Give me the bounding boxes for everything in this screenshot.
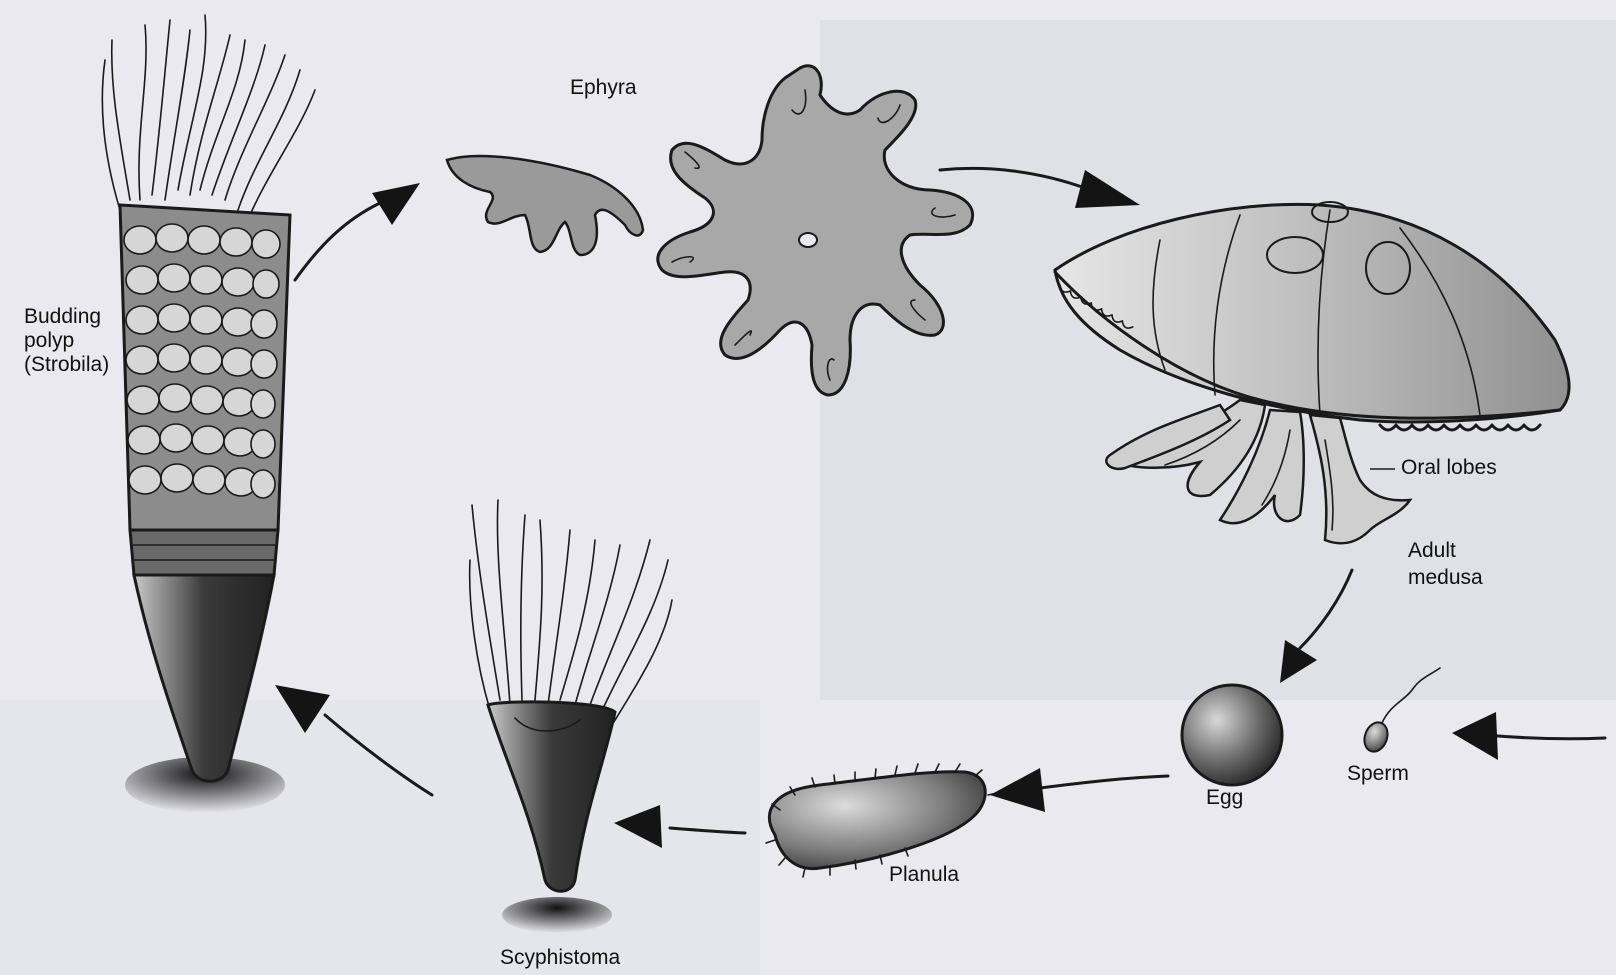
scyphistoma-label: Scyphistoma (500, 946, 620, 970)
adult-medusa-label-line1: Adult (1408, 537, 1483, 564)
adult-medusa-label: Adult medusa (1408, 537, 1483, 591)
strobila-label-line2: polyp (24, 329, 109, 353)
strobila-label-line3: (Strobila) (24, 353, 109, 377)
strobila-label-line1: Budding (24, 305, 109, 329)
planula-label: Planula (889, 863, 959, 887)
sperm-label: Sperm (1347, 762, 1409, 786)
egg-label: Egg (1206, 786, 1243, 810)
egg-illustration (1182, 685, 1282, 785)
ephyra-label: Ephyra (570, 76, 637, 100)
oral-lobes-label: Oral lobes (1401, 456, 1497, 480)
strobila-label: Budding polyp (Strobila) (24, 305, 109, 377)
adult-medusa-label-line2: medusa (1408, 564, 1483, 591)
